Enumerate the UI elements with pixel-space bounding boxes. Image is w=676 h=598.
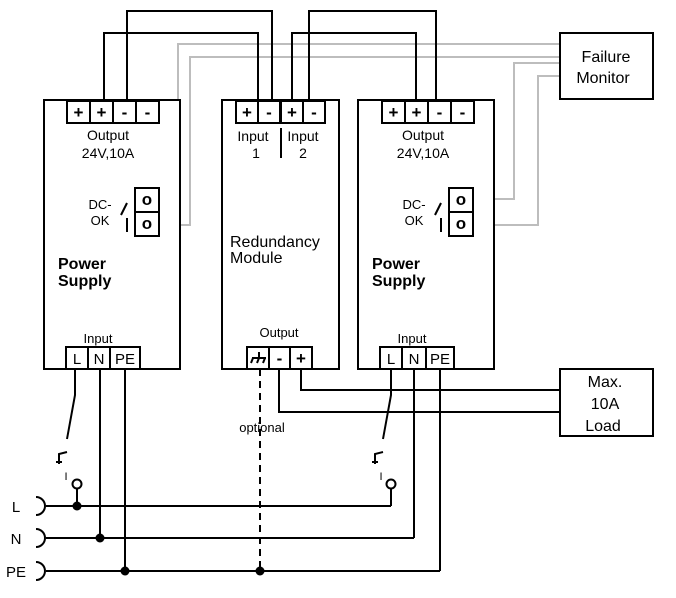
dc-ok-contact-icon <box>120 202 128 232</box>
output-terminal-strip: + + - - <box>381 100 475 124</box>
failure-monitor: Failure Monitor <box>559 32 654 100</box>
terminal-pe: PE <box>430 351 450 368</box>
input-terminal-strip: L N PE <box>379 346 455 370</box>
mains-l-connector <box>35 496 46 516</box>
switch-label: I <box>64 471 67 483</box>
input2-label: Input <box>287 128 318 144</box>
optional-label: optional <box>239 420 285 435</box>
output-rating: 24V,10A <box>82 145 135 161</box>
terminal-plus-1: + <box>389 103 399 122</box>
terminal-l: L <box>73 351 81 368</box>
ground-icon <box>250 352 266 364</box>
output-terminal-strip: - + <box>246 346 313 370</box>
mains-l-label: L <box>12 499 20 516</box>
redundancy-module: + - + - Input 1 Input 2 Redundancy Modul… <box>221 99 340 370</box>
contact-o-2: o <box>456 214 466 233</box>
terminal-minus-2: - <box>145 103 151 122</box>
dc-ok-contact-icon <box>434 202 442 232</box>
dc-ok-label: DC- <box>88 197 111 212</box>
dc-ok-label-2: OK <box>405 213 424 228</box>
terminal-minus-1: - <box>437 103 443 122</box>
terminal-n: N <box>94 351 105 368</box>
terminal-minus-2: - <box>311 103 317 122</box>
input1-number: 1 <box>252 145 260 161</box>
output-terminal-strip: + + - - <box>66 100 160 124</box>
mains-pe-connector <box>35 561 46 581</box>
device-title: Redundancy <box>230 234 320 251</box>
contact-o-1: o <box>456 190 466 209</box>
mains-switch-left: I <box>56 451 83 490</box>
mains-labels: L N PE <box>6 496 46 581</box>
terminal-minus-1: - <box>122 103 128 122</box>
output-label: Output <box>402 127 444 143</box>
mains-n-label: N <box>11 531 22 548</box>
switch-label: I <box>379 471 382 483</box>
failure-monitor-label-2: Monitor <box>576 70 630 87</box>
device-title-2: Module <box>230 250 283 267</box>
load-label-3: Load <box>585 418 621 435</box>
input2-number: 2 <box>299 145 307 161</box>
junction-dots <box>72 501 265 576</box>
device-title: Power <box>372 256 420 273</box>
input-terminal-strip: L N PE <box>65 346 141 370</box>
dc-ok-label-2: OK <box>91 213 110 228</box>
device-title: Power <box>58 256 106 273</box>
terminal-l: L <box>387 351 395 368</box>
terminal-plus-2: + <box>287 103 297 122</box>
terminal-plus-1: + <box>242 103 252 122</box>
contact-o-1: o <box>142 190 152 209</box>
input-label: Input <box>398 331 427 346</box>
terminal-minus-1: - <box>266 103 272 122</box>
terminal-plus-2: + <box>97 103 107 122</box>
dc-ok-terminals: o o <box>448 187 474 237</box>
load-box: Max. 10A Load <box>559 368 654 437</box>
input1-label: Input <box>237 128 268 144</box>
output-label: Output <box>259 325 298 340</box>
load-label: Max. <box>588 374 623 391</box>
terminal-n: N <box>409 351 420 368</box>
terminal-minus-2: - <box>460 103 466 122</box>
terminal-minus: - <box>277 349 283 368</box>
terminal-pe: PE <box>115 351 135 368</box>
terminal-plus-1: + <box>74 103 84 122</box>
device-title-2: Supply <box>372 273 425 290</box>
input-terminal-strip: + - + - <box>235 100 326 124</box>
power-supply-right: + + - - Output 24V,10A DC- OK o o Power … <box>357 99 495 370</box>
device-title-2: Supply <box>58 273 111 290</box>
power-supply-left: + + - - Output 24V,10A DC- OK o o Power … <box>43 99 181 370</box>
load-label-2: 10A <box>591 396 620 413</box>
mains-switch-right: I <box>372 451 397 490</box>
dc-ok-label: DC- <box>402 197 425 212</box>
failure-monitor-label: Failure <box>582 49 631 66</box>
terminal-plus: + <box>296 349 306 368</box>
dc-ok-terminals: o o <box>134 187 160 237</box>
mains-n-connector <box>35 528 46 548</box>
terminal-plus-2: + <box>412 103 422 122</box>
mains-pe-label: PE <box>6 564 26 581</box>
output-rating: 24V,10A <box>397 145 450 161</box>
input-label: Input <box>84 331 113 346</box>
output-label: Output <box>87 127 129 143</box>
contact-o-2: o <box>142 214 152 233</box>
